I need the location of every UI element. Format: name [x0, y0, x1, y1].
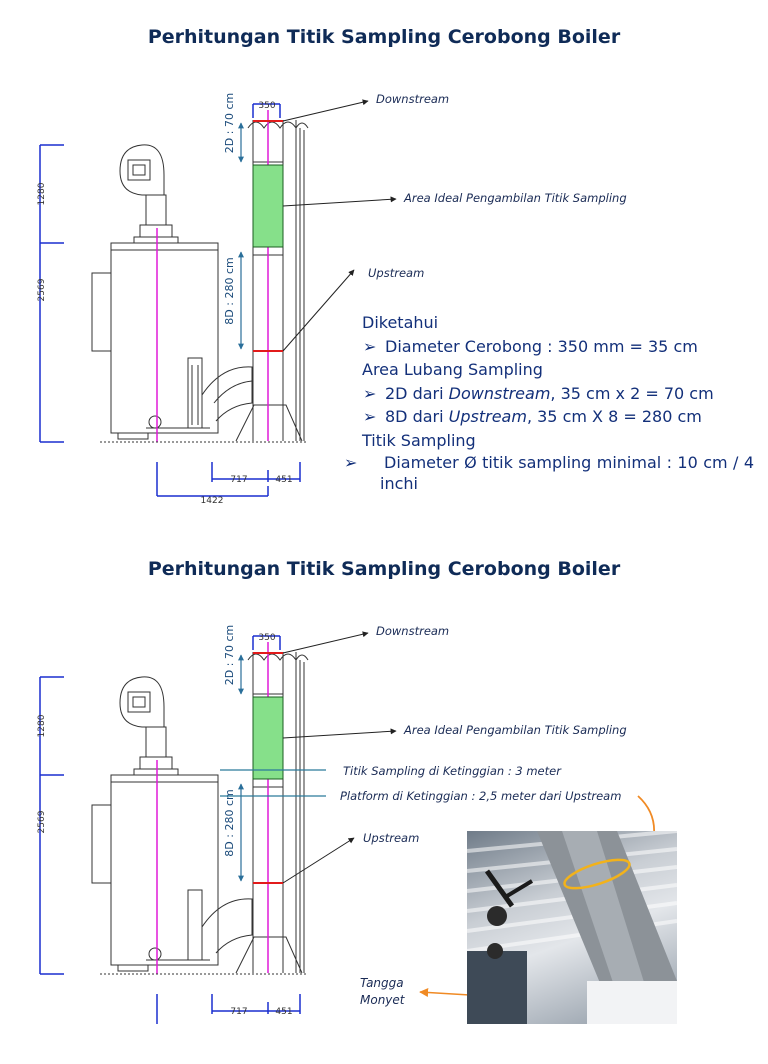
slide-1: Perhitungan Titik Sampling Cerobong Boil…	[37, 26, 754, 506]
two-d-label: 2D : 70 cm	[223, 625, 236, 685]
known-values-text: Diketahui ➢Diameter Cerobong : 350 mm = …	[344, 311, 754, 494]
area-ideal-label: Area Ideal Pengambilan Titik Sampling	[403, 191, 627, 205]
width-b-label: 451	[275, 475, 292, 485]
bullet-diameter: ➢Diameter Cerobong : 350 mm = 35 cm	[363, 336, 698, 356]
height-upper-label: 1280	[37, 714, 47, 737]
stack-diameter-label: 350	[258, 101, 275, 111]
width-b-label: 451	[275, 1007, 292, 1017]
width-dimension	[156, 462, 301, 497]
downstream-label: Downstream	[376, 624, 449, 638]
height-lower-label: 2569	[37, 810, 47, 833]
bullet-diameter-min: ➢Diameter Ø titik sampling minimal : 10 …	[344, 453, 754, 493]
upstream-label: Upstream	[368, 266, 424, 280]
stack-photo-image	[467, 831, 677, 1024]
heading-diketahui: Diketahui	[362, 313, 439, 332]
boiler-body	[91, 144, 303, 442]
width-total-label: 1422	[201, 496, 224, 506]
area-ideal-label: Area Ideal Pengambilan Titik Sampling	[403, 723, 627, 737]
width-a-label: 717	[230, 475, 247, 485]
slide-title: Perhitungan Titik Sampling Cerobong Boil…	[147, 26, 621, 48]
upstream-label: Upstream	[363, 831, 419, 845]
bullet-2d: ➢2D dari Downstream, 35 cm x 2 = 70 cm	[363, 383, 714, 403]
ladder-caption: Tangga Monyet	[360, 976, 405, 1007]
sampling-height-label: Titik Sampling di Ketinggian : 3 meter	[343, 764, 562, 778]
height-lower-label: 2569	[37, 278, 47, 301]
width-a-label: 717	[230, 1007, 247, 1017]
platform-height-label: Platform di Ketinggian : 2,5 meter dari …	[340, 789, 621, 803]
heading-area-lubang: Area Lubang Sampling	[362, 360, 543, 379]
eight-d-label: 8D : 280 cm	[223, 789, 236, 856]
two-d-label: 2D : 70 cm	[223, 93, 236, 153]
ideal-sampling-area	[252, 164, 284, 248]
height-upper-label: 1280	[37, 182, 47, 205]
stack-photo	[467, 831, 677, 1024]
sampling-point-marker	[563, 858, 631, 890]
eight-d-label: 8D : 280 cm	[223, 257, 236, 324]
slide-title: Perhitungan Titik Sampling Cerobong Boil…	[147, 558, 621, 580]
boiler-stack-drawing: 1280 2569	[37, 92, 627, 506]
height-dimension	[39, 144, 64, 443]
downstream-label: Downstream	[376, 92, 449, 106]
slide-2: Perhitungan Titik Sampling Cerobong Boil…	[0, 532, 768, 1064]
bullet-8d: ➢8D dari Upstream, 35 cm X 8 = 280 cm	[363, 407, 702, 426]
stack-diameter-label: 350	[258, 633, 275, 643]
ideal-sampling-area	[252, 696, 284, 780]
heading-titik-sampling: Titik Sampling	[362, 430, 476, 450]
